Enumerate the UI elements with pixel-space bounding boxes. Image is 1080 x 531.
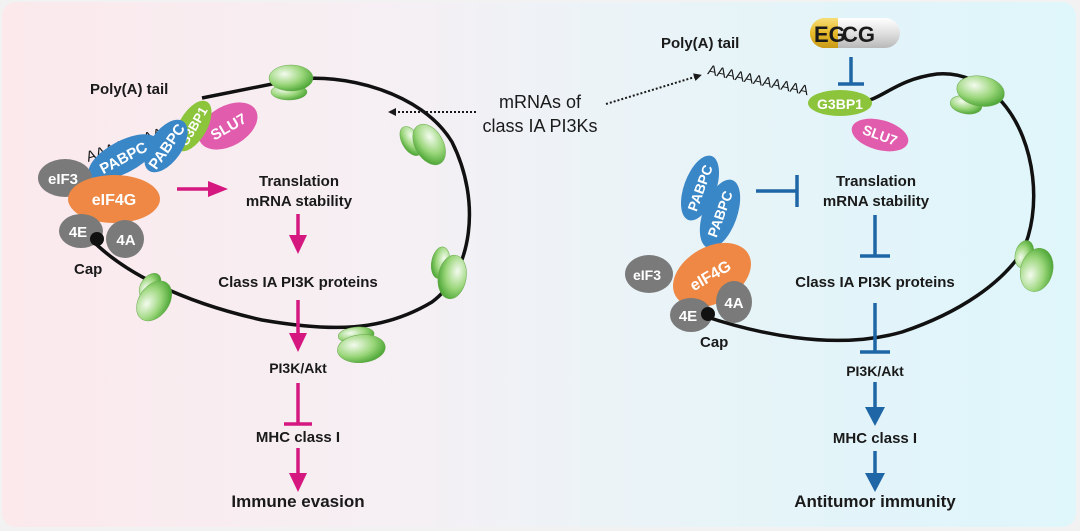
svg-text:4A: 4A xyxy=(724,295,743,312)
egcg-label-part1: EG xyxy=(814,22,846,47)
right-arrowhead xyxy=(865,473,885,492)
right-polya-sequence: AAAAAAAAAAA xyxy=(706,61,810,98)
mrna-label-line2: class IA PI3Ks xyxy=(482,116,597,136)
slu7-protein: SLU7 xyxy=(851,118,909,152)
left-outcome-label: Immune evasion xyxy=(231,492,364,511)
right-pi3k-akt-label: PI3K/Akt xyxy=(846,363,904,379)
egcg-drug-pill: EG CG xyxy=(810,18,900,48)
right-cap-label: Cap xyxy=(700,334,728,351)
4e-protein: 4E xyxy=(670,298,712,332)
4a-protein: 4A xyxy=(716,281,752,323)
left-mrna-stability-label: mRNA stability xyxy=(246,193,353,210)
left-translation-label: Translation xyxy=(259,173,339,190)
right-polya-label: Poly(A) tail xyxy=(661,35,739,52)
ribosome-icon xyxy=(430,246,467,300)
egcg-label-part2: CG xyxy=(842,22,875,47)
dotted-arrow-right xyxy=(605,73,702,105)
svg-text:eIF3: eIF3 xyxy=(48,171,78,188)
g3bp1-protein: G3BP1 xyxy=(808,90,872,116)
right-arrowhead xyxy=(865,407,885,426)
svg-text:eIF4G: eIF4G xyxy=(92,192,136,209)
svg-text:G3BP1: G3BP1 xyxy=(817,96,863,112)
left-mrna-loop xyxy=(88,76,472,330)
svg-text:4E: 4E xyxy=(69,224,87,241)
left-mhc-label: MHC class I xyxy=(256,429,340,446)
left-cap-label: Cap xyxy=(74,261,102,278)
right-mrna-stability-label: mRNA stability xyxy=(823,193,930,210)
mrna-label-line1: mRNAs of xyxy=(499,92,582,112)
left-pi3k-proteins-label: Class IA PI3K proteins xyxy=(218,274,378,291)
right-translation-label: Translation xyxy=(836,173,916,190)
svg-text:4E: 4E xyxy=(679,308,697,325)
svg-text:4A: 4A xyxy=(116,232,135,249)
ribosome-icon xyxy=(399,123,446,166)
eif3-protein: eIF3 xyxy=(625,255,673,293)
left-polya-label: Poly(A) tail xyxy=(90,81,168,98)
center-label: mRNAs of class IA PI3Ks xyxy=(388,73,702,136)
eif4g-protein: eIF4G xyxy=(673,242,751,308)
svg-text:eIF3: eIF3 xyxy=(633,267,661,283)
right-mrna-loop xyxy=(703,72,1036,343)
eif4g-protein: eIF4G xyxy=(68,175,160,223)
right-pi3k-proteins-label: Class IA PI3K proteins xyxy=(795,274,955,291)
cap-icon xyxy=(90,232,104,246)
left-panel: Poly(A) tail AAAAAAAAAA SLU7 G3BP1 PABPC… xyxy=(38,64,472,511)
left-pi3k-akt-label: PI3K/Akt xyxy=(269,360,327,376)
left-arrowhead xyxy=(289,473,307,492)
ribosome-icon xyxy=(337,326,386,363)
left-arrowhead xyxy=(289,333,307,352)
right-mhc-label: MHC class I xyxy=(833,430,917,447)
left-arrowhead xyxy=(289,235,307,254)
right-panel: EG CG Poly(A) tail AAAAAAAAAAA G3BP1 SLU… xyxy=(625,18,1054,511)
ribosome-icon xyxy=(949,75,1005,115)
cap-icon xyxy=(701,307,715,321)
left-arrowhead xyxy=(208,181,228,197)
ribosome-icon xyxy=(1014,240,1054,292)
4a-protein: 4A xyxy=(106,220,144,258)
right-outcome-label: Antitumor immunity xyxy=(794,492,956,511)
slu7-protein: SLU7 xyxy=(198,102,258,150)
ribosome-icon xyxy=(268,64,314,101)
ribosome-icon xyxy=(136,273,172,322)
pabpc-protein: PABPC xyxy=(699,179,741,249)
